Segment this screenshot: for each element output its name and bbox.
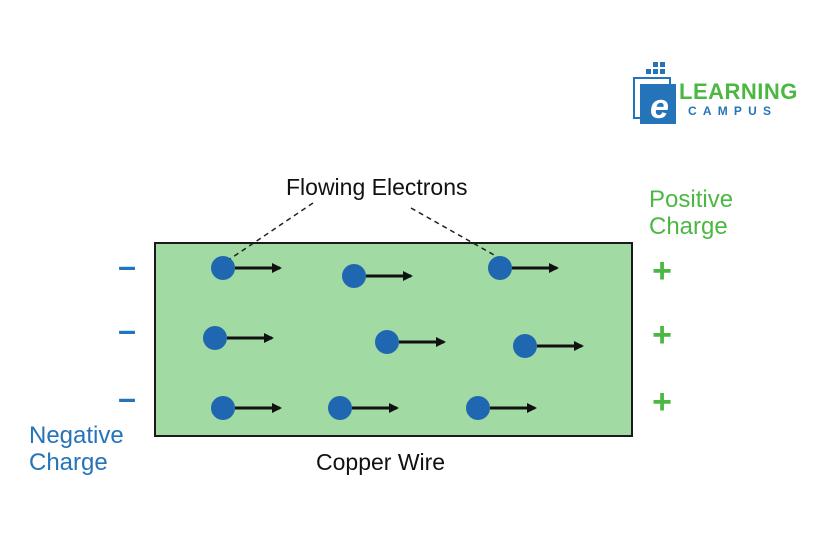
electron-group xyxy=(342,264,413,288)
electron xyxy=(488,256,512,280)
positive-charge-line-1: Positive xyxy=(649,186,734,213)
negative-charge-line-2: Charge xyxy=(29,449,108,476)
logo-pixel xyxy=(653,62,658,67)
electron-group xyxy=(513,334,584,358)
negative-charge-line-1: Negative xyxy=(29,422,124,449)
electron xyxy=(328,396,352,420)
electron-group xyxy=(466,396,537,420)
positive-charge-label: Positive Charge xyxy=(649,186,733,240)
positive-charge-line-2: Charge xyxy=(649,213,728,240)
logo-book-front xyxy=(640,84,676,124)
electron xyxy=(342,264,366,288)
negative-symbol: – xyxy=(118,312,136,348)
electron xyxy=(211,256,235,280)
negative-symbol: – xyxy=(118,248,136,284)
logo-pixel xyxy=(660,69,665,74)
logo-pixel xyxy=(646,69,651,74)
logo-letter: e xyxy=(650,88,669,126)
electron xyxy=(466,396,490,420)
positive-symbol: + xyxy=(652,316,672,354)
logo-wordmark: LEARNING xyxy=(679,79,798,104)
electron-group xyxy=(488,256,559,280)
logo-pixel xyxy=(660,62,665,67)
electron xyxy=(211,396,235,420)
electron xyxy=(203,326,227,350)
flowing-electrons-label: Flowing Electrons xyxy=(286,174,468,200)
logo-subtitle: CAMPUS xyxy=(688,104,778,118)
logo-pixel xyxy=(653,69,658,74)
electron-group xyxy=(203,326,274,350)
electron-group xyxy=(375,330,446,354)
electron-group xyxy=(328,396,399,420)
electron-group xyxy=(211,256,282,280)
electron xyxy=(513,334,537,358)
electron xyxy=(375,330,399,354)
positive-symbol: + xyxy=(652,252,672,290)
negative-charge-label: Negative Charge xyxy=(29,422,124,476)
electron-group xyxy=(211,396,282,420)
negative-symbol: – xyxy=(118,380,136,416)
positive-symbol: + xyxy=(652,383,672,421)
logo-mark xyxy=(633,62,676,124)
copper-wire-label: Copper Wire xyxy=(316,449,446,475)
